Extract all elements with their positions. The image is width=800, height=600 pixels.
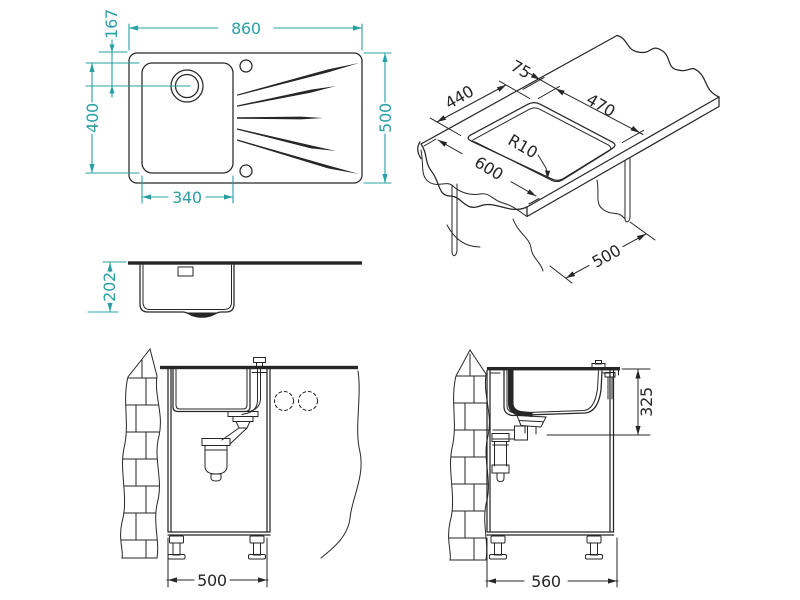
cabinet-side-panel-left [451, 183, 458, 257]
cabinet-box [167, 368, 271, 536]
drain-and-trap-side [491, 360, 616, 483]
overflow-channel [508, 368, 533, 417]
tap-hole-top [239, 59, 253, 73]
worktop-edge [128, 261, 362, 265]
installation-front-section: 500 [120, 347, 362, 590]
wall-outline-side [448, 349, 490, 561]
dimension-560: 560 [485, 537, 619, 591]
dim-label-202: 202 [100, 272, 119, 302]
bowl-profile [503, 368, 603, 417]
overflow-hole [177, 266, 194, 277]
dim-label-167: 167 [102, 9, 121, 39]
isometric-view: 75 470 440 600 R10 500 [417, 34, 720, 284]
dimension-400: 400 [83, 62, 140, 174]
cutout-inner-rim [471, 107, 612, 183]
cutout-outer-rim [467, 102, 616, 181]
dim-label-860: 860 [231, 19, 261, 38]
wall-outline [120, 347, 161, 559]
dimension-340: 340 [141, 175, 234, 207]
dashed-hole-right [298, 391, 318, 411]
torn-edge-behind-right-panel [596, 179, 626, 220]
installation-side-section: 325 560 [448, 349, 656, 591]
bowl-section [172, 368, 251, 413]
dim-label-75: 75 [507, 56, 534, 82]
torn-edge-middle [512, 218, 544, 272]
dim-label-iso-500: 500 [589, 241, 624, 272]
adjustable-feet [167, 535, 266, 560]
wall-bricks-side [448, 353, 490, 560]
dimension-500-front: 500 [166, 537, 269, 590]
dim-label-500-depth: 500 [376, 103, 395, 133]
bowl-outline [141, 62, 234, 174]
top-view: 860 500 167 400 340 [83, 9, 395, 207]
drain-and-trap [201, 357, 266, 482]
dashed-hole-left [274, 391, 294, 411]
worktop-left-end-face [417, 141, 422, 160]
dim-label-325: 325 [637, 387, 656, 417]
torn-edge-below-left-panel [446, 224, 481, 248]
dim-label-340: 340 [172, 188, 202, 207]
dimension-500-cabinet: 500 [549, 221, 656, 284]
wall-bricks [120, 359, 161, 558]
dim-label-560: 560 [531, 572, 561, 591]
bowl-inner-wall [142, 264, 232, 310]
torn-edge-right [320, 370, 362, 559]
torn-edge-left [420, 149, 528, 217]
dimension-860: 860 [128, 19, 363, 51]
dimension-325: 325 [546, 368, 656, 436]
adjustable-feet-side [489, 535, 603, 560]
dimension-202: 202 [87, 261, 127, 313]
worktop-surface [420, 34, 720, 210]
dim-label-front-500: 500 [197, 571, 227, 590]
dimension-500-depth: 500 [363, 52, 395, 184]
drainer-grooves [237, 63, 359, 174]
front-view: 202 [87, 261, 362, 318]
drain-sump [186, 312, 218, 318]
cabinet-side-panel-right [624, 158, 631, 223]
worktop-section-side [487, 367, 620, 371]
dim-label-400: 400 [83, 103, 102, 133]
cabinet-box-side [486, 369, 615, 536]
tap-hole-bottom [239, 164, 253, 178]
dimension-167: 167 [85, 9, 191, 98]
bowl-outer-wall [139, 264, 235, 318]
sink-outline [128, 52, 363, 184]
worktop-front-face [526, 96, 720, 218]
dim-label-440: 440 [442, 82, 477, 113]
